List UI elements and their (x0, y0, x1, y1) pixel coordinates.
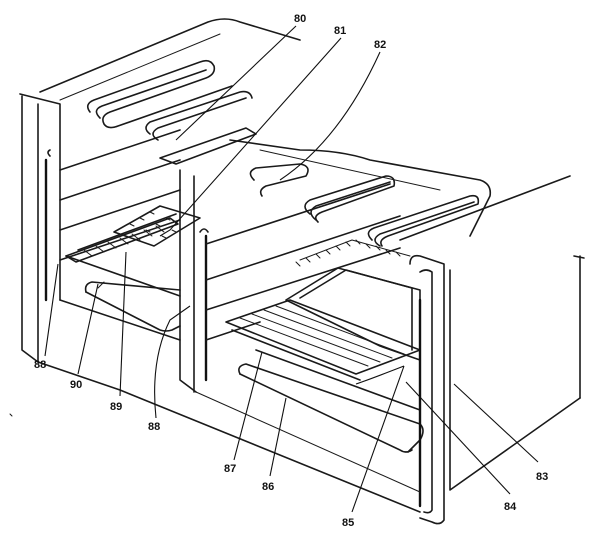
lower-oven-right-side (409, 254, 585, 525)
upper-oven-left-side (21, 95, 181, 363)
leader-89 (119, 251, 127, 397)
callout-labels: 80 81 82 83 84 85 86 87 88 88 89 90 (34, 13, 548, 529)
callout-89: 89 (110, 401, 122, 413)
lower-oven-rack-supports (205, 183, 401, 341)
callout-86: 86 (262, 481, 274, 493)
callout-87: 87 (224, 463, 236, 475)
lower-oven-top-panel (229, 139, 571, 241)
callout-88-left: 88 (34, 359, 46, 371)
upper-lower-rack (84, 281, 181, 332)
leader-82 (279, 51, 381, 181)
center-divider (159, 127, 257, 393)
leader-88a (44, 263, 59, 357)
upper-bake-element (86, 59, 253, 141)
leader-80 (175, 25, 297, 141)
stray-mark (9, 413, 13, 417)
upper-oven-rack (65, 213, 181, 297)
leader-86 (269, 397, 287, 477)
callout-88-center: 88 (148, 421, 160, 433)
callout-90: 90 (70, 379, 82, 391)
callout-82: 82 (374, 39, 386, 51)
lower-oven-rack (225, 299, 421, 411)
leader-lines (44, 25, 539, 513)
lower-bake-element (249, 163, 480, 247)
callout-80: 80 (294, 13, 306, 25)
callout-83: 83 (536, 471, 548, 483)
leader-83 (453, 383, 539, 463)
callout-85: 85 (342, 517, 354, 529)
callout-81: 81 (334, 25, 346, 37)
leader-85 (351, 365, 405, 513)
leader-84 (405, 381, 511, 495)
callout-84: 84 (504, 501, 517, 513)
upper-oven-top-panel (19, 18, 301, 301)
upper-broil-pan (113, 205, 201, 247)
leader-88b (154, 305, 191, 419)
leader-87 (233, 351, 263, 461)
leader-81 (159, 37, 342, 237)
leader-90 (77, 283, 99, 375)
